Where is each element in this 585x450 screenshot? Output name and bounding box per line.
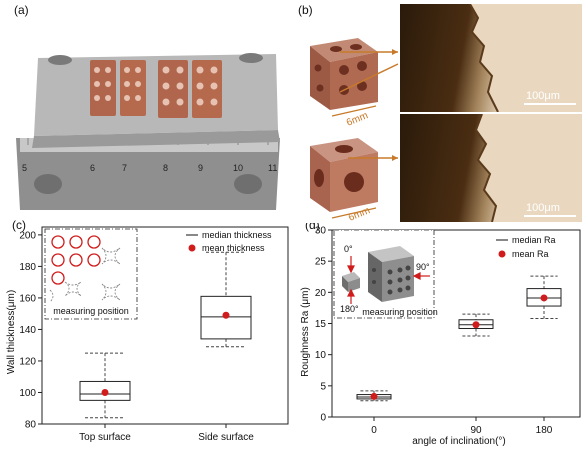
mean-marker [472,321,480,329]
chart-d-inset: 0° 90° 180° measuring position [333,229,438,319]
lattice-inset-small [342,272,360,292]
y-tick-label: 15 [315,319,327,330]
ruler-number: 8 [163,163,168,173]
chart-c-legend-mean: mean thickness [202,243,265,253]
y-tick-label: 180 [19,262,36,273]
ruler-number: 5 [22,163,27,173]
mean-marker [540,294,548,302]
ruler-number: 9 [198,163,203,173]
y-tick-label: 20 [315,288,327,299]
chart-c-inset-label: measuring position [53,306,129,316]
primitive-cube [310,138,378,212]
chart-d-legend: median Ra mean Ra [496,235,556,259]
x-tick-label: 0 [371,425,377,436]
y-tick-label: 120 [19,356,36,367]
chart-c-ylabel: Wall thickness(μm) [6,290,17,374]
y-tick-label: 80 [25,420,37,431]
ruler-number: 11 [268,163,277,173]
build-plate-photo: 5 6 7 8 9 10 11 [8,18,288,213]
x-tick-label: 180 [536,425,553,436]
mean-marker [370,392,378,400]
ruler-number: 6 [90,163,95,173]
y-tick-label: 5 [320,381,326,392]
chart-d-plot: 0 5 10 15 20 25 30 0 90 180 [315,226,581,436]
y-tick-label: 30 [315,226,327,237]
chart-d: 0 5 10 15 20 25 30 0 90 180 Roughness Ra (μm) ang… [300,226,581,447]
y-tick-label: 160 [19,293,36,304]
y-tick-label: 10 [315,350,327,361]
x-tick-label: Top surface [79,432,131,443]
chart-d-inset-angle-180: 180° [340,304,359,314]
panel-label-b: (b) [298,3,313,17]
gyroid-cube [310,38,378,110]
y-tick-label: 200 [19,230,36,241]
x-tick-label: 90 [470,425,482,436]
panel-label-c: (c) [12,218,26,232]
x-tick-label: Side surface [198,432,254,443]
mean-marker [101,388,109,396]
lattice-cube-photos: 6mm 6mm [296,18,400,223]
chart-c-inset: measuring position [44,228,138,320]
plot-frame [41,226,289,425]
scale-label-bottom: 100μm [526,202,560,214]
chart-d-inset-angle-0: 0° [344,244,353,254]
y-tick-label: 140 [19,325,36,336]
chart-d-ylabel: Roughness Ra (μm) [300,287,311,377]
micrograph-top: 100μm [400,4,582,112]
y-tick-label: 25 [315,257,327,268]
scale-label-top: 100μm [526,90,560,102]
lattice-samples [90,60,222,118]
scale-bar-bottom [524,215,576,217]
micrograph-bottom: 100μm [400,114,582,222]
ruler-number: 10 [233,163,243,173]
chart-c-legend-median: median thickness [202,230,272,240]
scale-bar-top [524,103,576,105]
chart-c-legend: median thickness mean thickness [186,230,272,253]
chart-d-inset-angle-90: 90° [416,262,430,272]
chart-d-xlabel: angle of inclination(°) [412,436,506,447]
ruler-number: 7 [122,163,127,173]
panel-label-a: (a) [14,3,29,17]
mean-marker [222,311,230,319]
y-tick-label: 0 [320,413,326,424]
chart-d-legend-mean: mean Ra [512,249,549,259]
chart-d-inset-label: measuring position [362,307,438,317]
lattice-inset-large [368,246,414,302]
chart-d-legend-median: median Ra [512,235,556,245]
y-tick-label: 100 [19,388,36,399]
